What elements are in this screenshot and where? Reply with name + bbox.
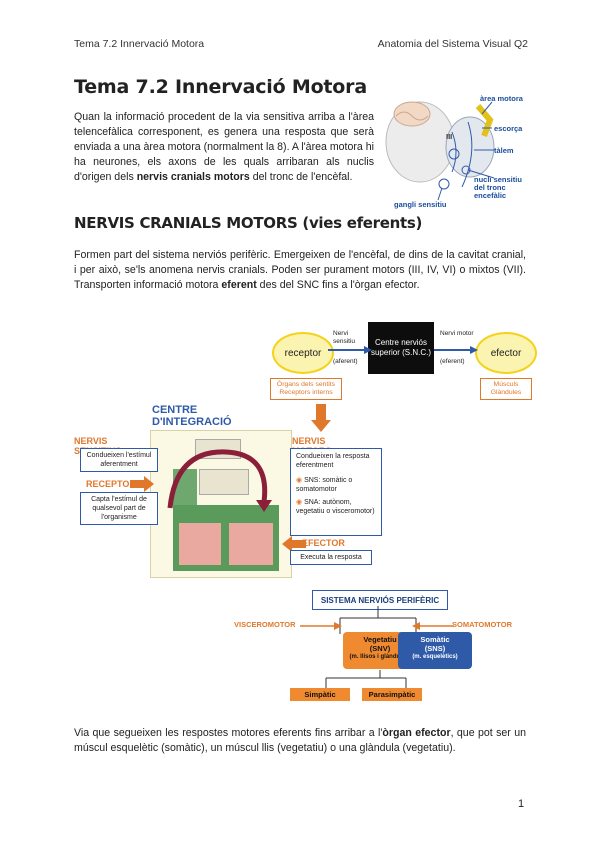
panel-pink-left xyxy=(179,523,221,565)
brain-label-roman: III xyxy=(446,132,453,141)
efector-label: EFECTOR xyxy=(302,538,345,548)
efector-ellipse: efector xyxy=(475,332,537,374)
centre-box: Centre nerviós superior (S.N.C.) xyxy=(368,322,434,374)
parasimpatic-box: Parasimpàtic xyxy=(362,688,422,701)
mot-top-label: Nervi motor xyxy=(440,330,474,337)
tree-connectors-bottom xyxy=(325,670,407,688)
sens-bot-label: (aferent) xyxy=(333,358,358,365)
tree-root: SISTEMA NERVIÓS PERIFÈRIC xyxy=(312,590,448,610)
brain-label-thalamus: tàlem xyxy=(494,146,514,155)
bullet-icon: ◉ xyxy=(296,477,305,484)
muscles-box: Músculs Glàndules xyxy=(480,378,532,400)
down-arrow-icon xyxy=(311,404,331,432)
panel-pink-right xyxy=(229,523,273,565)
motors-sns: ◉ SNS: somàtic o somatomotor xyxy=(296,477,353,493)
receptor-box: Capta l'estímul de qualsevol part de l'o… xyxy=(80,492,158,525)
arrow-motor xyxy=(434,346,478,354)
intro-paragraph: Quan la informació procedent de la via s… xyxy=(74,111,374,183)
receptor-label: RECEPTOR xyxy=(86,479,136,489)
motors-desc: Condueixen la resposta eferentment xyxy=(296,453,370,469)
motors-sna: ◉ SNA: autònom, vegetatiu o visceromotor… xyxy=(296,499,375,515)
sensitius-box: Condueixen l'estímul aferentment xyxy=(80,448,158,472)
integration-curve-arrow xyxy=(167,449,272,512)
brain-illustration xyxy=(385,101,495,201)
panel-bottom-green xyxy=(173,505,279,571)
receptor-arrow-icon xyxy=(130,476,154,492)
receptor-ellipse: receptor xyxy=(272,332,334,374)
visceromotor-label: VISCEROMOTOR xyxy=(234,620,296,629)
somato-arrow-icon xyxy=(412,622,454,630)
brain-label-cortex: escorça xyxy=(494,124,523,133)
brain-label-motor: àrea motora xyxy=(480,94,523,103)
header-right: Anatomia del Sistema Visual Q2 xyxy=(377,38,528,50)
mot-bot-label: (eferent) xyxy=(440,358,465,365)
organs-box: Òrgans dels sentits Receptors interns xyxy=(270,378,342,400)
simpatic-box: Simpàtic xyxy=(290,688,350,701)
sens-top-label: Nervi sensitiu xyxy=(333,330,356,345)
brain-label-ganglion: gangli sensitiu xyxy=(394,200,447,209)
integration-title: CENTRE D'INTEGRACIÓ xyxy=(152,404,232,428)
brain-label-nucleus: nucli sensitiu del tronc encefàlic xyxy=(474,175,522,200)
page-number: 1 xyxy=(518,798,525,810)
page-title: Tema 7.2 Innervació Motora xyxy=(74,76,367,98)
header-left: Tema 7.2 Innervació Motora xyxy=(74,38,205,50)
bullet-icon: ◉ xyxy=(296,499,305,506)
viscero-arrow-icon xyxy=(300,622,342,630)
brain-figure: àrea motora escorça tàlem nucli sensitiu… xyxy=(382,92,528,210)
arrow-sensitive xyxy=(328,346,372,354)
somatomotor-label: SOMATOMOTOR xyxy=(452,620,512,629)
efector-arrow-icon xyxy=(282,536,306,552)
panel-mid-cell xyxy=(199,469,249,495)
closing-paragraph: Via que segueixen les respostes motores … xyxy=(74,727,526,754)
motors-box: Condueixen la resposta eferentment ◉ SNS… xyxy=(290,448,382,536)
somatic-box: Somàtic (SNS) (m. esquelètics) xyxy=(398,632,472,669)
section-title: NERVIS CRANIALS MOTORS (vies eferents) xyxy=(74,214,423,232)
section-paragraph: Formen part del sistema nerviós perifèri… xyxy=(74,249,526,291)
efector-box: Executa la resposta xyxy=(290,550,372,565)
